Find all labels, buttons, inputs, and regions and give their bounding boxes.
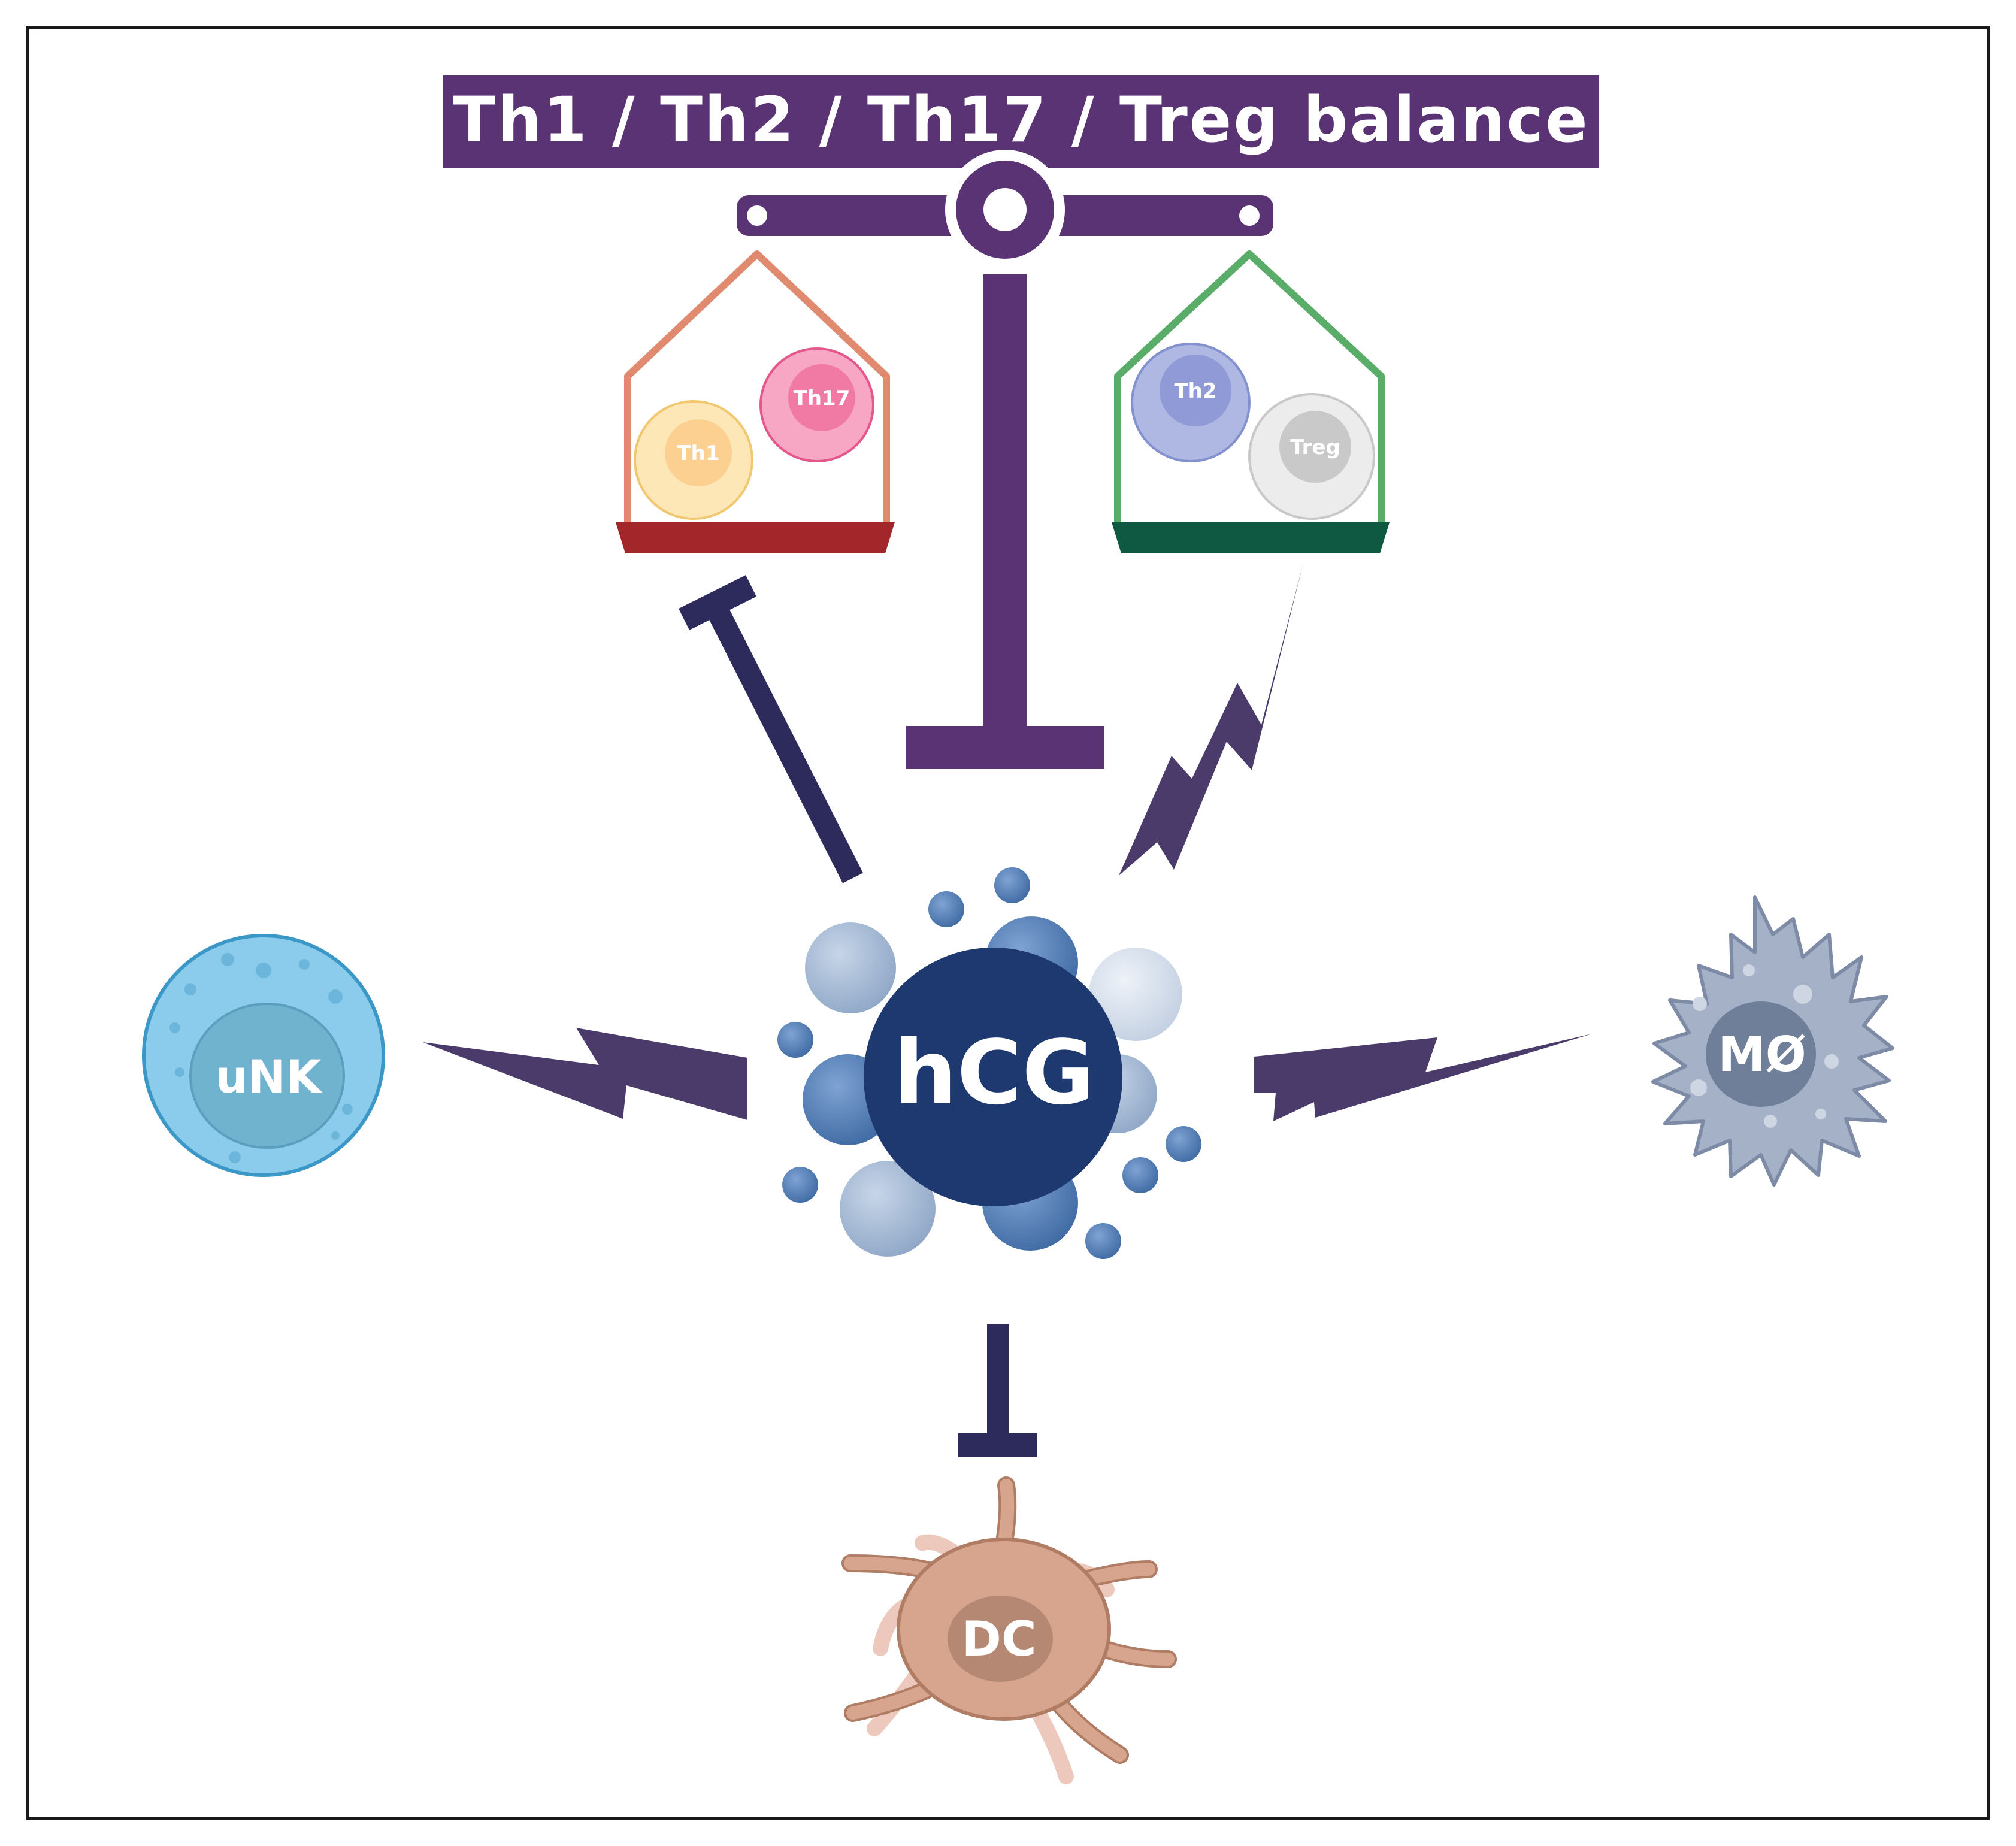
stimulate-th2-treg-bolt [1119, 563, 1303, 876]
inhibit-dc-arrow [958, 1324, 1037, 1457]
unk-label: uNK [216, 1050, 323, 1103]
left-pan-outline [624, 250, 890, 522]
left-pan-tray [616, 522, 895, 553]
hcg-bead-small [1085, 1223, 1121, 1259]
treg-cell: Treg [1248, 393, 1375, 520]
macrophage-stimulate-bolt [1254, 1034, 1592, 1121]
hcg-bead [1089, 948, 1182, 1041]
right-pan: Th2 Treg [1112, 250, 1390, 553]
unk-stimulate-bolt [423, 1028, 747, 1120]
th1-label: Th1 [677, 441, 719, 465]
left-pan: Th17 Th1 [616, 250, 895, 553]
th2-label: Th2 [1174, 379, 1216, 403]
dc-label: DC [961, 1611, 1036, 1667]
inhibit-th1-th17-arrow [679, 575, 863, 883]
diagram-title: Th1 / Th2 / Th17 / Treg balance [453, 83, 1589, 156]
th2-cell: Th2 [1131, 343, 1251, 462]
hcg-core [864, 948, 1122, 1206]
right-pan-tray [1112, 522, 1390, 553]
hcg-bead [805, 922, 896, 1013]
right-pan-outline [1114, 250, 1385, 522]
scale-post [983, 274, 1027, 730]
hcg-bead-small [1122, 1157, 1158, 1193]
hcg-bead-small [994, 867, 1030, 903]
treg-label: Treg [1290, 435, 1340, 459]
balance-scale [737, 150, 1273, 769]
pivot-hole [983, 188, 1027, 231]
th17-cell: Th17 [759, 347, 874, 462]
hcg-bead-small [777, 1022, 813, 1058]
macrophage-cell: MØ [1651, 895, 1894, 1187]
dc-cell: DC [841, 1476, 1177, 1784]
hcg-bead-small [782, 1167, 818, 1203]
th17-label: Th17 [794, 386, 850, 410]
unk-cell: uNK [142, 934, 385, 1177]
hcg-bead [840, 1161, 936, 1257]
hcg-label: hCG [894, 1021, 1094, 1124]
hcg-bead-small [928, 891, 964, 927]
th1-cell: Th1 [634, 400, 753, 520]
beam-right-pin [1239, 205, 1260, 226]
scale-base [906, 726, 1104, 769]
hcg-cluster: hCG [777, 867, 1201, 1259]
beam-left-pin [747, 205, 767, 226]
hcg-bead-small [1166, 1126, 1201, 1162]
macrophage-label: MØ [1718, 1027, 1806, 1082]
